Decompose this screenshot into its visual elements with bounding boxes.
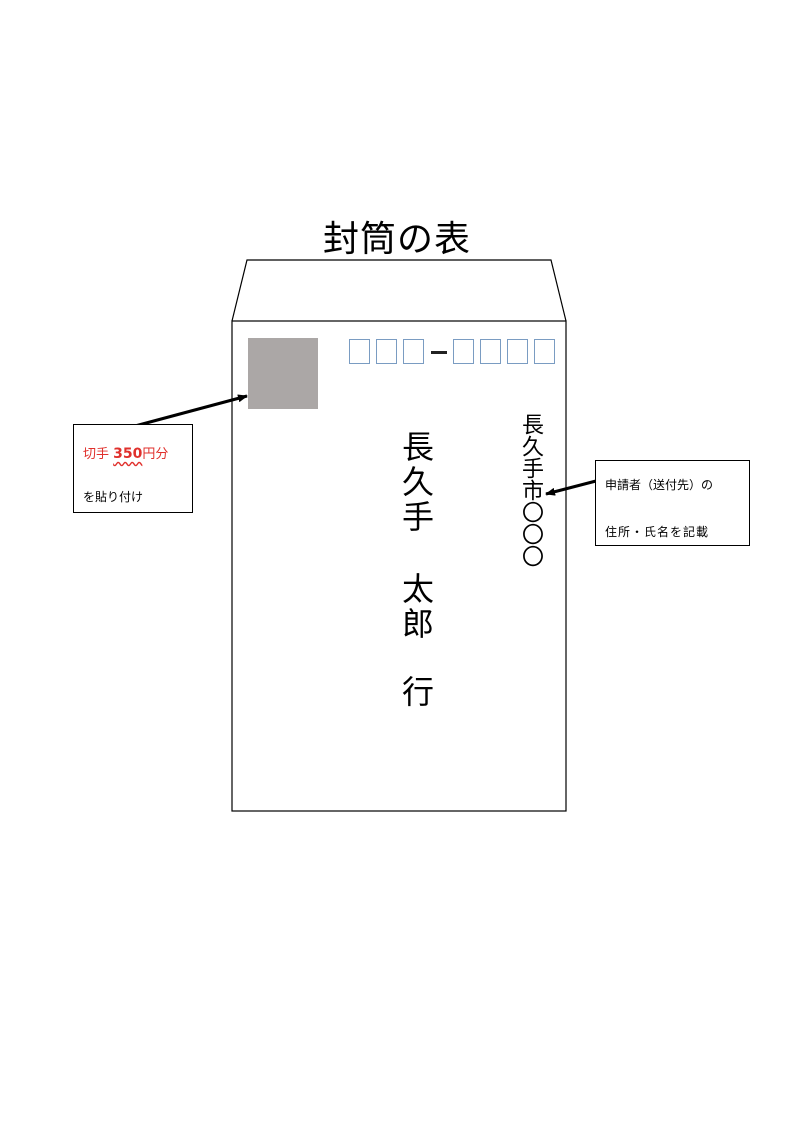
- recipient-given-name: 太郎: [397, 572, 435, 642]
- postal-code-box: [349, 339, 370, 364]
- stamp-note-unit: 円分: [142, 447, 169, 462]
- postal-code-box: [534, 339, 555, 364]
- sender-note: 申請者（送付先）の 住所・氏名を記載: [595, 460, 750, 546]
- postal-code-separator: [431, 351, 447, 354]
- postal-code-box: [480, 339, 501, 364]
- sender-address: 長久手市〇〇〇: [518, 413, 543, 567]
- page-title: 封筒の表: [322, 219, 471, 260]
- stamp-placeholder: [248, 338, 318, 409]
- sender-note-line1: 申請者（送付先）の: [605, 478, 714, 492]
- postal-code-box: [376, 339, 397, 364]
- stamp-note-line1: 切手 350円分: [83, 443, 168, 462]
- recipient-city: 長久手: [397, 430, 435, 535]
- sender-note-line2: 住所・氏名を記載: [605, 525, 710, 539]
- stamp-note-amount: 350: [113, 446, 143, 462]
- stamp-note-prefix: 切手: [83, 447, 110, 462]
- envelope-body: [231, 320, 567, 812]
- postal-code-box: [453, 339, 474, 364]
- postal-code-box: [507, 339, 528, 364]
- stamp-note: 切手 350円分 を貼り付け: [73, 424, 193, 513]
- sender-arrow: [545, 479, 597, 496]
- envelope-flap: [231, 259, 567, 322]
- stamp-arrow: [134, 394, 248, 428]
- stamp-note-line2: を貼り付け: [83, 490, 144, 504]
- recipient-suffix: 行: [397, 675, 435, 707]
- postal-code-box: [403, 339, 424, 364]
